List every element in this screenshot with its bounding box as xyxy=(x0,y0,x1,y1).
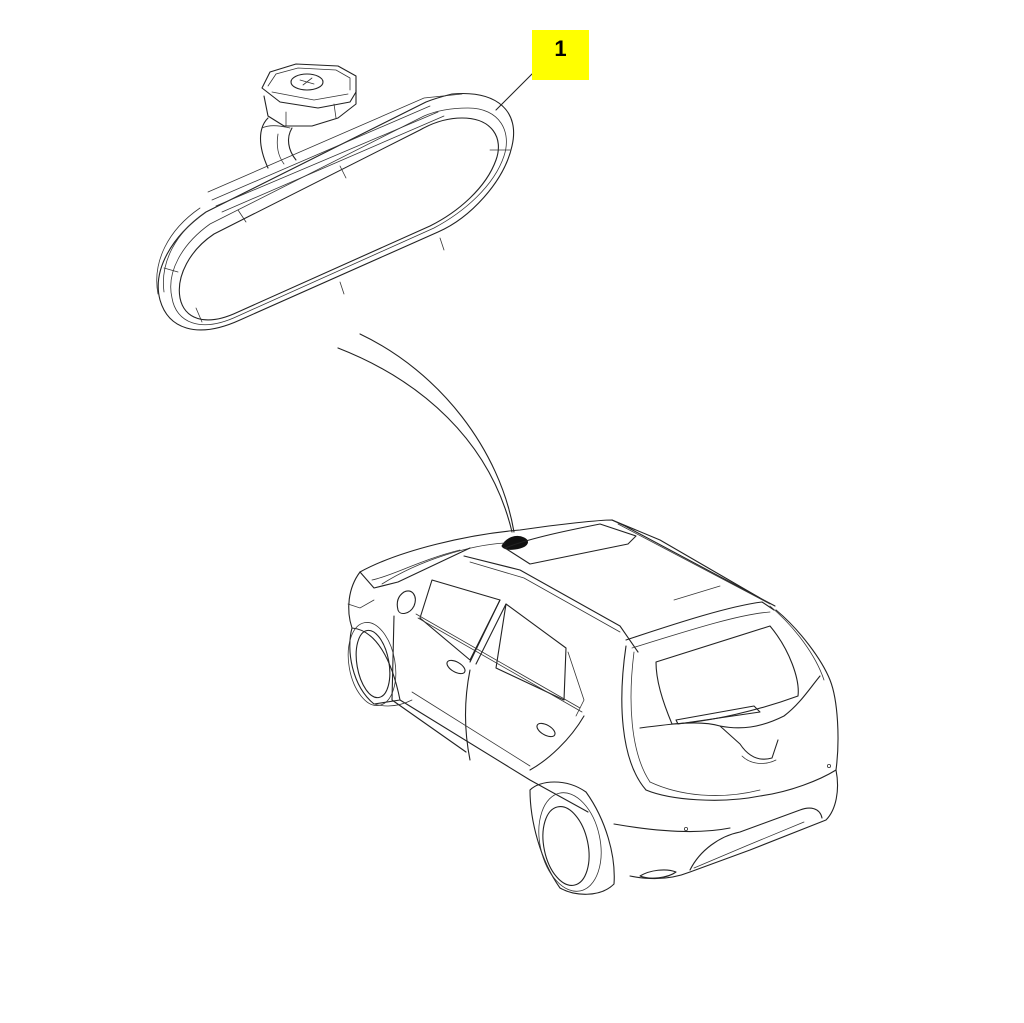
mirror-mount xyxy=(259,63,357,169)
mirror-location-marker xyxy=(501,535,528,550)
part-callout-1: 1 xyxy=(532,30,589,80)
mirror-inner-rim xyxy=(178,117,499,321)
callout-leader-line xyxy=(495,73,533,111)
rear-view-mirror xyxy=(156,63,514,331)
vehicle-illustration xyxy=(347,519,839,895)
mirror-outer-rim xyxy=(157,92,514,331)
location-indicator-arrows xyxy=(337,333,515,533)
callout-number: 1 xyxy=(554,36,567,61)
